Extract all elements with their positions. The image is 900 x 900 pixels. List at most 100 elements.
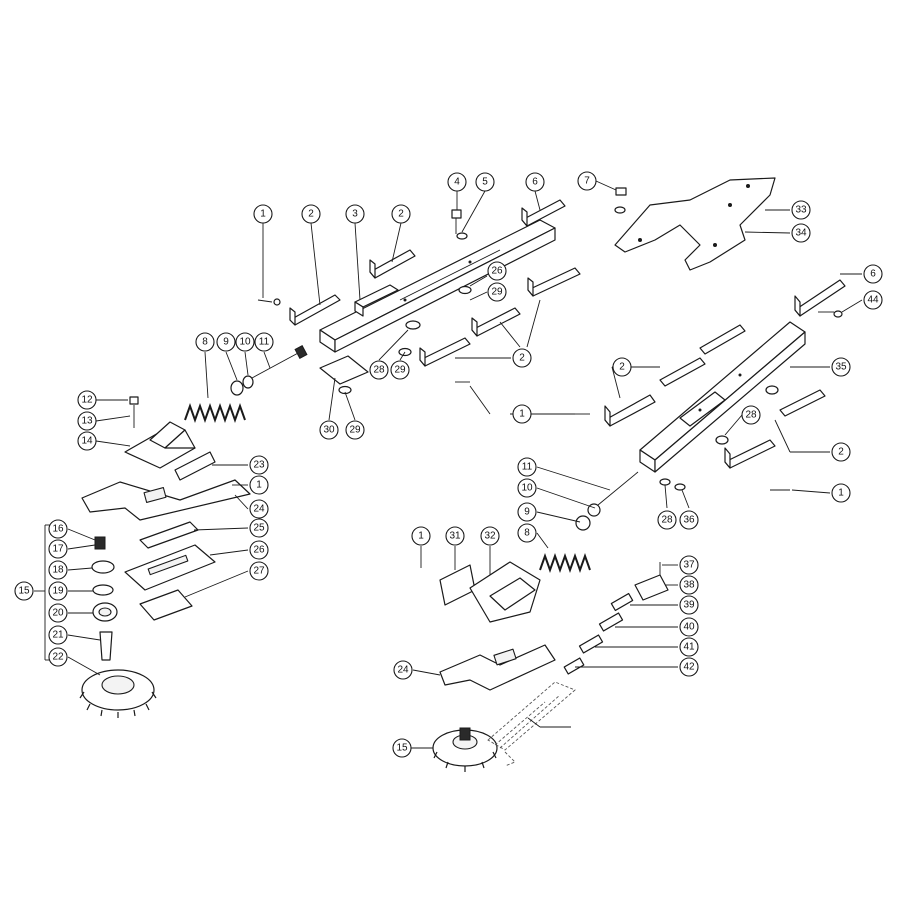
callout: 9 bbox=[517, 502, 537, 522]
mounting-plate bbox=[319, 355, 369, 385]
bracket-tensioner bbox=[124, 396, 196, 469]
callout: 14 bbox=[77, 431, 97, 451]
callout: 11 bbox=[254, 332, 274, 352]
callout-number: 10 bbox=[239, 337, 251, 348]
callout: 13 bbox=[77, 411, 97, 431]
tension-spring-lower bbox=[539, 471, 639, 573]
callout: 38 bbox=[679, 575, 699, 595]
callout: 1 bbox=[831, 483, 851, 503]
bolt-group-top bbox=[257, 209, 468, 306]
callout-number: 8 bbox=[524, 528, 530, 539]
parts-artwork bbox=[79, 177, 846, 772]
callout-number: 15 bbox=[396, 743, 408, 754]
callout-number: 11 bbox=[522, 462, 533, 473]
callout: 29 bbox=[390, 360, 410, 380]
callout: 26 bbox=[249, 540, 269, 560]
callout: 4 bbox=[447, 172, 467, 192]
callout: 17 bbox=[48, 539, 68, 559]
callout: 2 bbox=[831, 442, 851, 462]
callout-number: 9 bbox=[223, 337, 229, 348]
callout-number: 24 bbox=[253, 504, 265, 515]
callout-number: 40 bbox=[683, 622, 695, 633]
washer bbox=[765, 385, 779, 395]
callout-number: 30 bbox=[323, 425, 335, 436]
callout: 19 bbox=[48, 581, 68, 601]
callout: 28 bbox=[741, 405, 761, 425]
callout-number: 18 bbox=[52, 565, 64, 576]
callout-number: 1 bbox=[838, 488, 844, 499]
callout: 27 bbox=[249, 561, 269, 581]
callout: 20 bbox=[48, 603, 68, 623]
callout: 1 bbox=[253, 204, 273, 224]
upper-angle-pieces bbox=[289, 199, 581, 367]
callout: 1 bbox=[512, 404, 532, 424]
callout-number: 42 bbox=[683, 662, 695, 673]
chain-assembly bbox=[563, 562, 669, 675]
callout-number: 25 bbox=[253, 523, 265, 534]
callout-number: 29 bbox=[491, 287, 503, 298]
callout-number: 8 bbox=[202, 337, 208, 348]
clamp-strip bbox=[139, 521, 199, 549]
leader-lines bbox=[34, 180, 863, 749]
callout: 26 bbox=[487, 261, 507, 281]
callout-number: 5 bbox=[482, 177, 488, 188]
washer bbox=[674, 483, 686, 491]
callout: 34 bbox=[791, 223, 811, 243]
callout-number: 23 bbox=[253, 460, 265, 471]
angle-plate bbox=[439, 564, 476, 606]
callout-number: 28 bbox=[661, 515, 673, 526]
guide-bracket bbox=[81, 479, 251, 521]
callout: 1 bbox=[411, 526, 431, 546]
callout-number: 17 bbox=[52, 544, 64, 555]
callout-number: 6 bbox=[532, 177, 538, 188]
sprocket-lower bbox=[432, 727, 498, 772]
callout-number: 1 bbox=[418, 531, 424, 542]
callout: 28 bbox=[369, 360, 389, 380]
callout: 15 bbox=[392, 738, 412, 758]
callout-number: 16 bbox=[52, 524, 64, 535]
callout-number: 2 bbox=[519, 353, 525, 364]
callout: 1 bbox=[249, 475, 269, 495]
callout-number: 34 bbox=[795, 228, 807, 239]
callout: 24 bbox=[393, 660, 413, 680]
callout-number: 7 bbox=[584, 176, 590, 187]
callout: 18 bbox=[48, 560, 68, 580]
callout: 6 bbox=[863, 264, 883, 284]
callout-number: 32 bbox=[484, 531, 496, 542]
callout: 8 bbox=[517, 523, 537, 543]
callout: 25 bbox=[249, 518, 269, 538]
callout: 44 bbox=[863, 290, 883, 310]
callout-number: 22 bbox=[52, 652, 64, 663]
callout-number: 21 bbox=[52, 630, 64, 641]
callout-number: 3 bbox=[352, 209, 358, 220]
callout-number: 26 bbox=[253, 545, 265, 556]
washer bbox=[405, 320, 421, 330]
callout: 21 bbox=[48, 625, 68, 645]
callout-number: 35 bbox=[835, 362, 847, 373]
callout: 2 bbox=[512, 348, 532, 368]
callout-number: 24 bbox=[397, 665, 409, 676]
washer bbox=[458, 285, 472, 295]
callout-number: 39 bbox=[683, 600, 695, 611]
callout-number: 2 bbox=[398, 209, 404, 220]
callout-number: 11 bbox=[259, 337, 270, 348]
callout-highlight: 43 bbox=[571, 713, 599, 741]
callout-number: 14 bbox=[81, 436, 93, 447]
callout-number: 41 bbox=[683, 642, 695, 653]
callout-number: 12 bbox=[81, 395, 93, 406]
callout-number: 38 bbox=[683, 580, 695, 591]
callout: 35 bbox=[831, 357, 851, 377]
callout: 31 bbox=[445, 526, 465, 546]
callout: 23 bbox=[249, 455, 269, 475]
callout-number: 20 bbox=[52, 608, 64, 619]
callout-number: 10 bbox=[521, 483, 533, 494]
callout: 15 bbox=[14, 581, 34, 601]
callout-number: 19 bbox=[52, 586, 64, 597]
callout-number: 31 bbox=[449, 531, 461, 542]
callout: 10 bbox=[235, 332, 255, 352]
callout-number: 15 bbox=[18, 586, 30, 597]
callout-number: 26 bbox=[491, 266, 503, 277]
slotted-plate bbox=[124, 544, 216, 591]
